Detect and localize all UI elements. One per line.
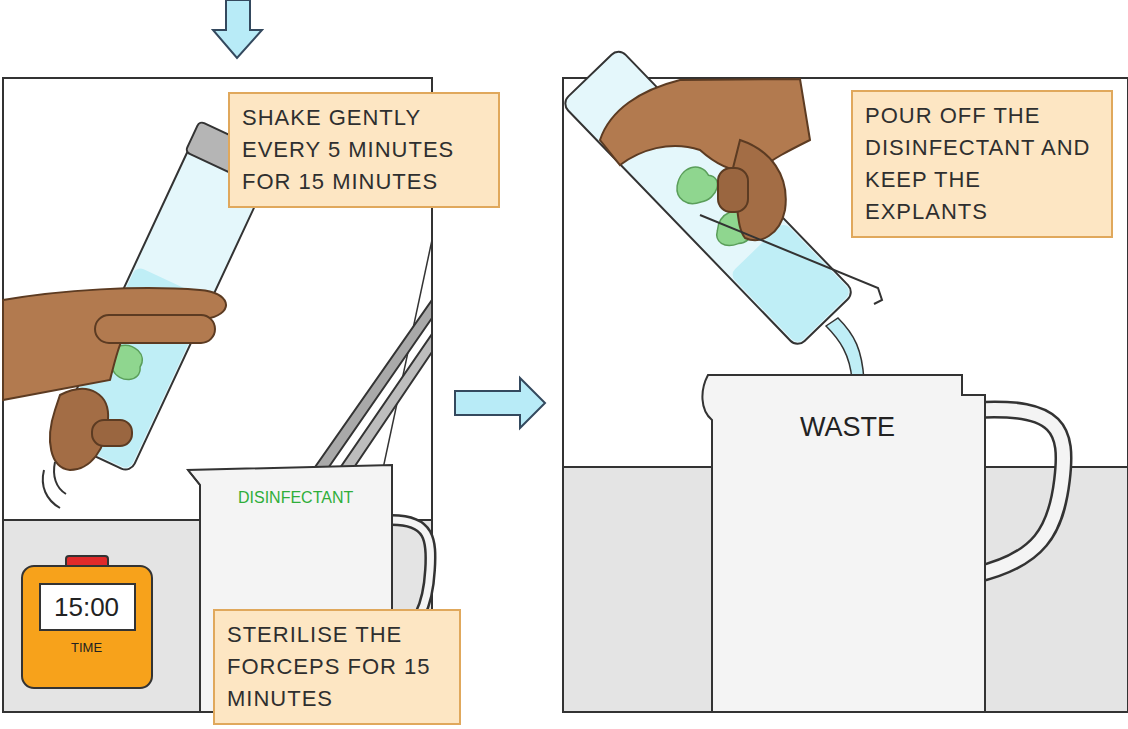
tube — [561, 48, 855, 348]
flow-arrow — [455, 378, 545, 428]
callout-text: POUR OFF THE DISINFECTANT AND KEEP THE E… — [865, 100, 1099, 228]
beaker-label: DISINFECTANT — [236, 489, 355, 507]
timer-label: TIME — [71, 640, 102, 655]
callout-box: SHAKE GENTLY EVERY 5 MINUTES FOR 15 MINU… — [228, 92, 500, 208]
timer — [22, 556, 152, 688]
hand — [3, 288, 226, 470]
timer-display: 15:00 — [54, 592, 119, 623]
jug-label: WASTE — [800, 412, 895, 443]
waste-jug — [702, 375, 1063, 712]
pour-stream — [826, 318, 864, 380]
callout-box: STERILISE THE FORCEPS FOR 15 MINUTES — [213, 609, 461, 725]
flow-arrow — [213, 0, 262, 58]
callout-text: STERILISE THE FORCEPS FOR 15 MINUTES — [227, 619, 447, 715]
callout-box: POUR OFF THE DISINFECTANT AND KEEP THE E… — [851, 90, 1113, 238]
callout-text: SHAKE GENTLY EVERY 5 MINUTES FOR 15 MINU… — [242, 102, 486, 198]
